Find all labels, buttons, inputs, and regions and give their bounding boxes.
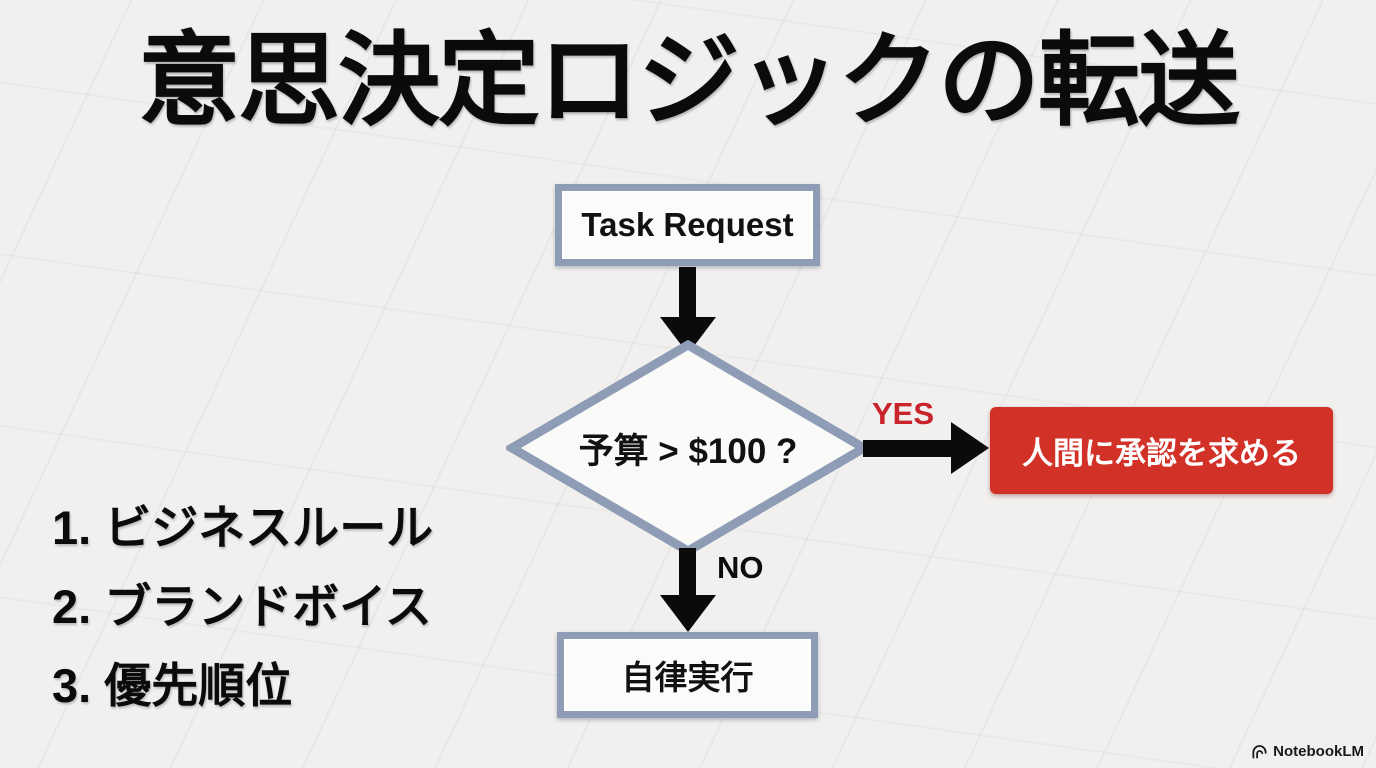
slide-title: 意思決定ロジックの転送 xyxy=(138,24,1240,138)
arrow-task-to-decision-shaft xyxy=(679,267,696,318)
branch-yes-label: YES xyxy=(872,396,935,431)
watermark-label: NotebookLM xyxy=(1273,743,1364,760)
arrow-decision-to-exec-head xyxy=(660,595,716,632)
flow-node-autonomous-exec: 自律実行 xyxy=(557,632,818,718)
flow-node-task-request-label: Task Request xyxy=(581,206,794,243)
notebooklm-logo-icon xyxy=(1251,744,1268,759)
watermark: NotebookLM xyxy=(1251,743,1364,760)
branch-no-label: NO xyxy=(717,550,764,585)
flow-node-human-approval: 人間に承認を求める xyxy=(990,407,1333,494)
list-item: 2. ブランドボイス xyxy=(52,580,432,633)
side-list: 1. ビジネスルール 2. ブランドボイス 3. 優先順位 xyxy=(52,488,433,725)
list-item: 1. ビジネスルール xyxy=(52,501,434,554)
flow-node-decision-label: 予算 > $100 ? xyxy=(578,431,798,471)
arrow-decision-to-approval-head xyxy=(951,422,989,474)
flow-node-human-approval-label: 人間に承認を求める xyxy=(1022,436,1301,471)
flow-node-autonomous-exec-label: 自律実行 xyxy=(621,659,754,696)
list-item: 3. 優先順位 xyxy=(52,659,293,712)
arrow-decision-to-approval-shaft xyxy=(863,440,953,457)
flow-node-task-request: Task Request xyxy=(555,184,820,266)
flow-node-decision: 予算 > $100 ? xyxy=(506,340,870,556)
arrow-decision-to-exec-shaft xyxy=(679,548,696,596)
